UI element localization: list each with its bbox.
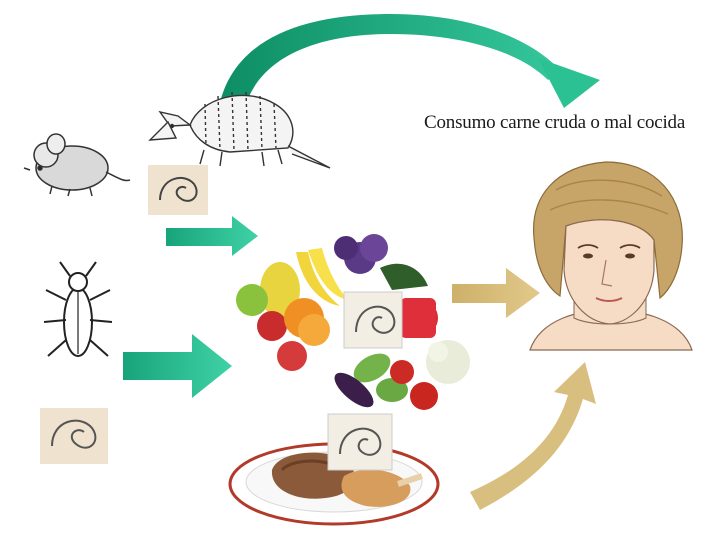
larva-icon-armadillo <box>148 165 208 215</box>
armadillo-icon <box>150 92 330 168</box>
larva-icon-fruits <box>344 292 402 348</box>
larva-icon-left <box>40 408 108 464</box>
larva-icon-plate <box>328 414 392 470</box>
green-arrow-lower <box>123 334 232 398</box>
tan-arrow-straight <box>452 268 540 318</box>
insect-icon <box>44 262 112 356</box>
green-arrow-upper <box>166 216 258 256</box>
rat-icon <box>24 134 130 196</box>
tan-arrow-curved <box>470 362 596 510</box>
woman-face-icon <box>530 162 692 350</box>
curved-green-arrow <box>218 14 600 112</box>
caption-raw-meat-consumption: Consumo carne cruda o mal cocida <box>424 112 685 134</box>
